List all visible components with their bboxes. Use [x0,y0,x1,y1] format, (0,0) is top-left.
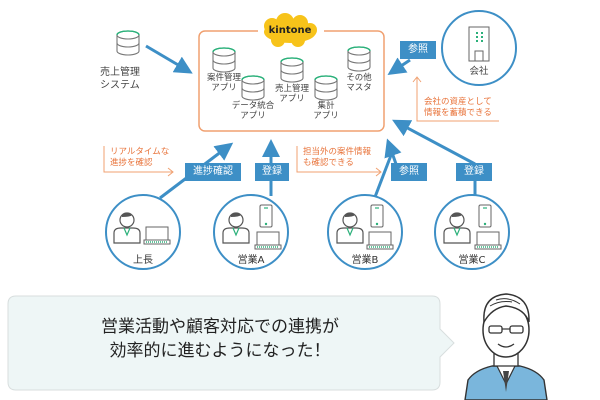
satisfied-manager-avatar [464,293,548,400]
arrow-company-to-hub [387,57,411,75]
database-icon-sales-system [116,30,140,56]
laptop-icon-sales-b [366,231,394,250]
database-icon-case-app [212,47,236,73]
boss-note-bracket [103,146,173,173]
phone-icon-sales-a [259,204,273,228]
laptop-icon-sales-c [474,231,502,250]
app-label-master: その他 マスタ [346,73,372,93]
arrow-system-to-hub [145,44,193,74]
phone-icon-sales-b [370,204,384,228]
tag-register-c: 登録 [456,163,492,181]
person-label-sales-b: 営業B [351,255,379,266]
sales-b-note: 担当外の案件情報 も確認できる [303,147,372,168]
laptop-icon-boss [143,226,171,245]
phone-icon-sales-c [478,204,492,228]
company-label: 会社 [469,66,489,77]
speech-bubble-text: 営業活動や顧客対応での連携が 効率的に進むようになった！ [101,317,339,361]
arrow-sales-c-to-hub [392,119,476,166]
tag-progress-check: 進捗確認 [185,163,241,181]
person-label-sales-a: 営業A [237,255,265,266]
database-icon-master [347,46,371,72]
laptop-icon-sales-a [254,231,282,250]
sales-b-note-bracket [296,146,381,173]
database-icon-integration-app [241,75,265,101]
speech-bubble [7,295,455,391]
kintone-logo-cloud [258,13,324,47]
person-label-sales-c: 営業C [458,255,486,266]
database-icon-sales-app [280,57,304,83]
database-icon-aggregate-app [314,75,338,101]
person-label-boss: 上長 [133,255,153,266]
app-label-aggregate: 集計 アプリ [313,101,339,121]
building-icon [468,26,490,62]
company-note: 会社の資産として 情報を蓄積できる [424,97,492,118]
boss-note: リアルタイムな 進捗を確認 [110,147,170,168]
app-label-integration: データ統合 アプリ [231,101,275,121]
app-label-sales: 売上管理 アプリ [274,84,309,104]
tag-register-a: 登録 [255,163,289,181]
company-note-bracket [416,78,499,122]
kintone-logo-text: kintone [268,25,312,36]
tag-company-reference: 参照 [400,41,436,59]
tag-reference-b: 参照 [391,163,427,181]
app-label-case: 案件管理 アプリ [206,73,241,93]
sales-system-label: 売上管理 システム [100,67,140,91]
